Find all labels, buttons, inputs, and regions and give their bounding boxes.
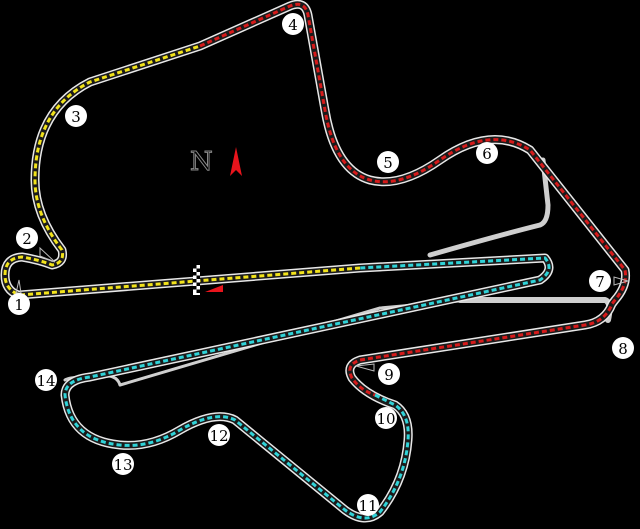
turn-marker-circle <box>375 407 397 429</box>
turn-number-label: 12 <box>209 427 228 445</box>
turn-marker-circle <box>476 142 498 164</box>
turn-number-label: 2 <box>22 230 32 248</box>
turn-marker-circle <box>112 453 134 475</box>
turn-marker-circle <box>378 363 400 385</box>
turn-number-label: 11 <box>358 497 377 515</box>
turn-marker-3: 3 <box>65 105 87 127</box>
turn-marker-circle <box>35 369 57 391</box>
turn-marker-2: 2 <box>16 227 38 249</box>
turn-marker-circle <box>377 151 399 173</box>
turn-number-label: 7 <box>595 273 605 291</box>
turn-marker-9: 9 <box>378 363 400 385</box>
turn-marker-12: 12 <box>208 424 230 446</box>
turn-number-label: 1 <box>14 296 24 314</box>
sector-1-path <box>3 44 361 297</box>
north-arrow-icon <box>230 147 242 176</box>
turn-marker-4: 4 <box>282 13 304 35</box>
turn-marker-circle <box>208 424 230 446</box>
turn-marker-8: 8 <box>612 337 634 359</box>
turn-marker-circle <box>357 494 379 516</box>
turn-marker-14: 14 <box>35 369 57 391</box>
sector-2-path <box>199 2 627 397</box>
turn-marker-7: 7 <box>589 270 611 292</box>
turn-marker-circle <box>65 105 87 127</box>
turn-number-label: 9 <box>384 366 394 384</box>
track-surface <box>5 4 626 518</box>
turn-number-label: 8 <box>618 340 628 358</box>
turn-marker-circle <box>16 227 38 249</box>
turn-marker-6: 6 <box>476 142 498 164</box>
sector-3-path <box>63 256 551 520</box>
turn-marker-1: 1 <box>8 293 30 315</box>
turn-number-label: 4 <box>288 16 298 34</box>
turn-number-label: 6 <box>482 145 492 163</box>
turn-marker-10: 10 <box>375 407 397 429</box>
turn-marker-5: 5 <box>377 151 399 173</box>
turn-marker-circle <box>282 13 304 35</box>
turn-number-label: 5 <box>383 154 393 172</box>
turn-marker-13: 13 <box>112 453 134 475</box>
north-label: N <box>190 147 213 177</box>
turn-marker-11: 11 <box>357 494 379 516</box>
turn-marker-circle <box>589 270 611 292</box>
compass: N <box>190 147 242 178</box>
turn-marker-circle <box>8 293 30 315</box>
turn-number-label: 10 <box>376 410 395 428</box>
turn-marker-circle <box>612 337 634 359</box>
turn-number-label: 14 <box>36 372 55 390</box>
turn-pointers <box>15 246 630 372</box>
start-finish-line <box>193 265 200 295</box>
turn-number-label: 13 <box>113 456 132 474</box>
turn-number-label: 3 <box>71 108 81 126</box>
race-direction-arrow-icon <box>205 285 223 292</box>
